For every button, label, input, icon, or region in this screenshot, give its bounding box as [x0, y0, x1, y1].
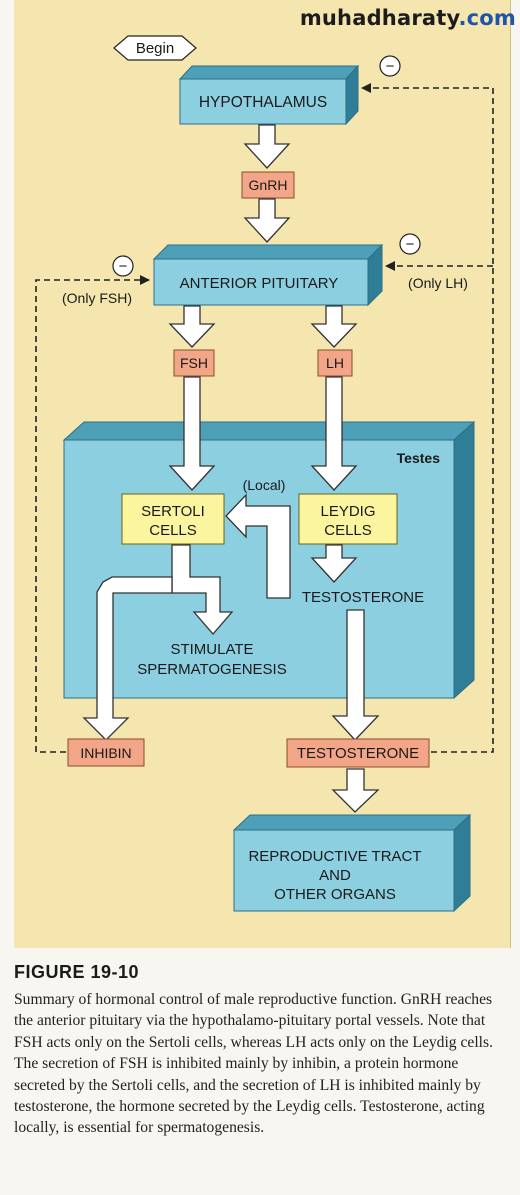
arrow-testosterone-sertoli-local — [225, 493, 291, 599]
leydig-cells-box — [298, 493, 398, 545]
only-lh-label: (Only LH) — [408, 275, 468, 291]
figure-text: Summary of hormonal control of male repr… — [14, 991, 493, 1137]
anterior-pituitary-box — [152, 243, 384, 307]
minus-circle-pituitary-lh — [399, 233, 421, 255]
sertoli-label: CELLS — [149, 522, 197, 539]
arrow-sertoli-inhibin — [82, 576, 173, 741]
arrow-testosterone-outer — [331, 609, 380, 741]
lh-box — [317, 349, 353, 377]
leydig-label: CELLS — [324, 522, 372, 539]
reproductive-tract-label: AND — [319, 867, 351, 884]
fsh-label: FSH — [180, 355, 208, 371]
arrow-leydig-testosterone — [310, 544, 358, 583]
minus-sign: − — [386, 58, 395, 75]
watermark-logo: muhadharaty.com — [300, 6, 516, 30]
sertoli-cells-box — [121, 493, 225, 545]
hypothalamus-label: HYPOTHALAMUS — [199, 94, 327, 111]
arrow-fsh-sertoli — [168, 376, 216, 491]
arrow-lh-leydig — [310, 376, 358, 491]
minus-circle-hypothalamus — [379, 55, 401, 77]
anterior-pituitary-label: ANTERIOR PITUITARY — [180, 275, 339, 292]
lh-label: LH — [326, 355, 344, 371]
arrow-hypothalamus-gnrh — [243, 124, 291, 169]
hypothalamus-box — [178, 64, 360, 126]
watermark-suffix: .com — [458, 6, 516, 30]
arrow-gnrh-pituitary — [243, 198, 291, 243]
hormonal-control-diagram: Begin − − − HYPOTHALAMUS GnRH ANTERIOR P… — [35, 35, 494, 913]
arrow-pituitary-fsh — [168, 305, 216, 348]
reproductive-tract-box — [232, 813, 472, 913]
gnrh-box — [241, 171, 295, 199]
testosterone-outer-label: TESTOSTERONE — [297, 745, 419, 762]
watermark-prefix: muhadharaty — [299, 6, 459, 30]
minus-circle-pituitary-fsh — [112, 255, 134, 277]
testes-box — [62, 420, 476, 700]
figure-caption: FIGURE 19-10 Summary of hormonal control… — [14, 962, 510, 1139]
fsh-box — [173, 349, 215, 377]
arrow-testosterone-reproductive — [331, 768, 380, 813]
feedback-lines — [35, 83, 494, 753]
leydig-label: LEYDIG — [320, 503, 375, 520]
testosterone-inner-label: TESTOSTERONE — [302, 589, 424, 606]
begin-label: Begin — [136, 40, 174, 57]
minus-sign: − — [119, 258, 128, 275]
inhibin-box — [67, 738, 145, 767]
arrow-sertoli-spermatogenesis — [171, 544, 234, 635]
minus-sign: − — [406, 236, 415, 253]
stimulate-label: STIMULATE — [170, 641, 253, 658]
stimulate-label: SPERMATOGENESIS — [137, 661, 286, 678]
local-label: (Local) — [243, 477, 286, 493]
testes-label: Testes — [397, 450, 441, 466]
inhibin-label: INHIBIN — [80, 745, 131, 761]
reproductive-tract-label: OTHER ORGANS — [274, 886, 396, 903]
gnrh-label: GnRH — [249, 177, 288, 193]
figure-title: FIGURE 19-10 — [14, 962, 140, 982]
begin-diamond — [113, 35, 197, 61]
reproductive-tract-label: REPRODUCTIVE TRACT — [248, 848, 421, 865]
flow-arrows — [82, 124, 380, 813]
testosterone-outer-box — [286, 738, 430, 768]
sertoli-label: SERTOLI — [141, 503, 205, 520]
only-fsh-label: (Only FSH) — [62, 290, 132, 306]
arrow-pituitary-lh — [310, 305, 358, 348]
